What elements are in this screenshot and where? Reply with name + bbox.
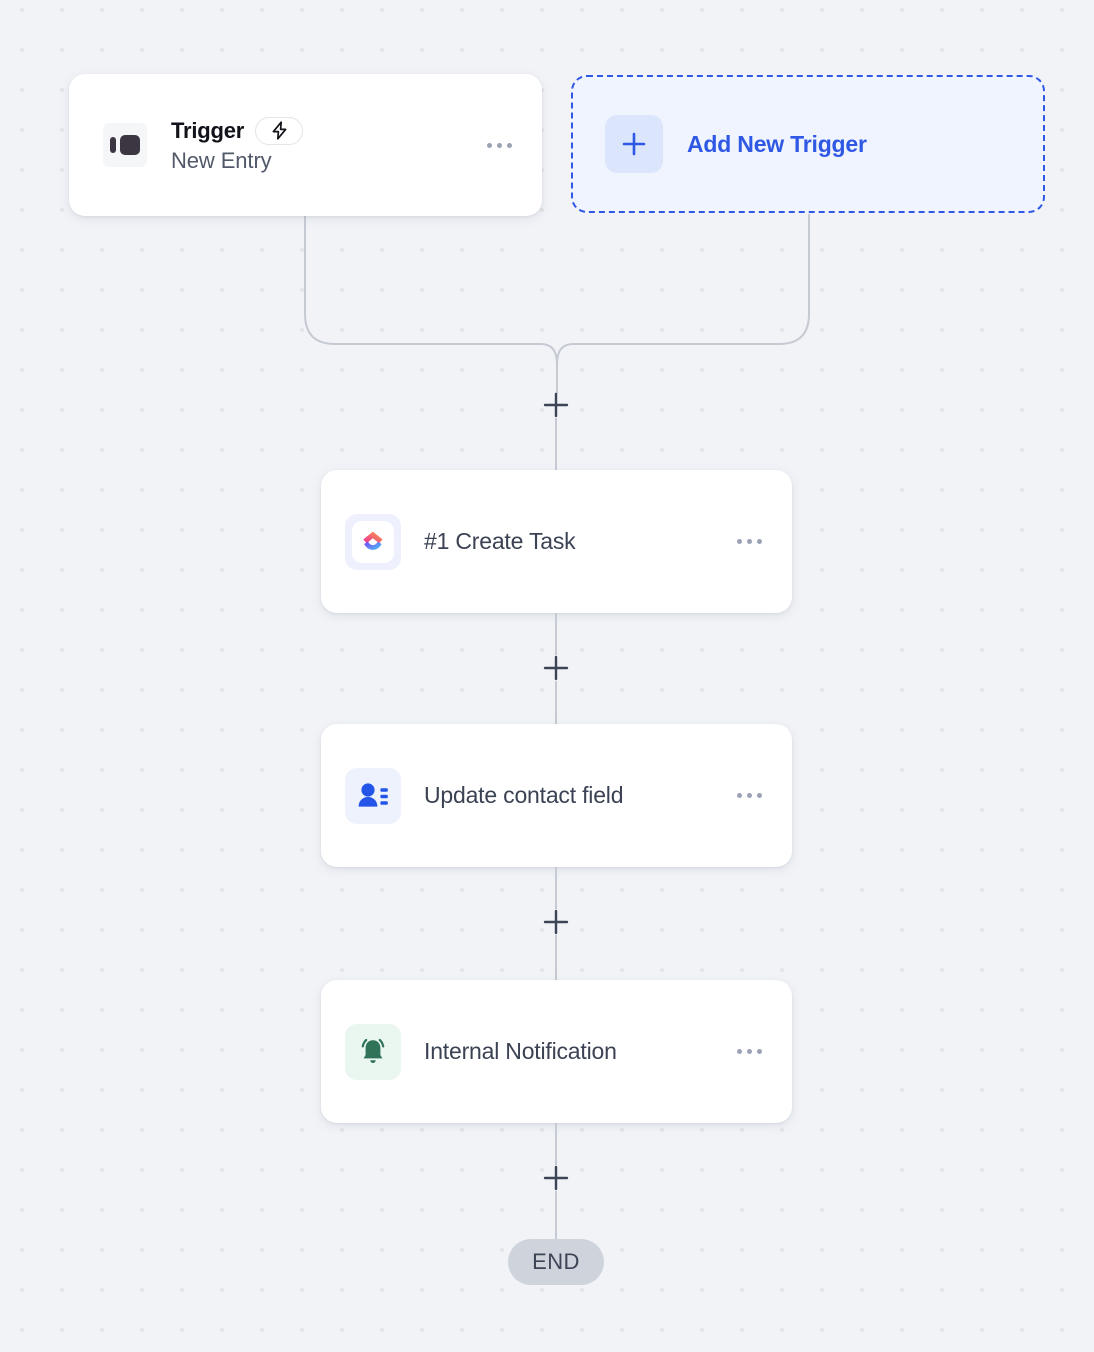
connector-line-4a	[555, 1123, 557, 1165]
step-node-create-task[interactable]: #1 Create Task	[321, 470, 792, 613]
plus-icon	[605, 115, 663, 173]
trigger-subtitle: New Entry	[171, 147, 272, 173]
trigger-branch-connector	[304, 214, 810, 394]
step-label-create-task: #1 Create Task	[424, 528, 576, 554]
contact-field-icon	[345, 767, 401, 824]
trigger-node-card[interactable]: Trigger New Entry	[69, 74, 542, 216]
more-options-icon[interactable]	[733, 785, 766, 806]
clickup-logo-icon	[345, 513, 401, 570]
end-node-label: END	[532, 1249, 580, 1274]
more-options-icon[interactable]	[733, 531, 766, 552]
add-step-button-2[interactable]	[543, 655, 569, 681]
trigger-title: Trigger	[171, 117, 245, 143]
connector-line-1	[555, 418, 557, 470]
add-step-button-4[interactable]	[543, 1165, 569, 1191]
step-node-update-contact-field[interactable]: Update contact field	[321, 724, 792, 867]
add-step-button-1[interactable]	[543, 392, 569, 418]
add-step-button-3[interactable]	[543, 909, 569, 935]
connector-line-4b	[555, 1191, 557, 1241]
step-node-internal-notification[interactable]: Internal Notification	[321, 980, 792, 1123]
step-label-update-contact-field: Update contact field	[424, 782, 624, 808]
connector-line-2a	[555, 613, 557, 655]
add-new-trigger-button[interactable]: Add New Trigger	[571, 75, 1045, 213]
more-options-icon[interactable]	[733, 1041, 766, 1062]
trigger-title-row: Trigger	[171, 116, 483, 145]
add-new-trigger-label: Add New Trigger	[687, 130, 867, 157]
connector-line-3b	[555, 935, 557, 980]
connector-line-2b	[555, 681, 557, 724]
lightning-bolt-icon	[255, 116, 304, 145]
step-label-internal-notification: Internal Notification	[424, 1038, 617, 1064]
trigger-panel-icon	[103, 123, 147, 167]
bell-notification-icon	[345, 1023, 401, 1080]
connector-line-3a	[555, 867, 557, 909]
end-node: END	[508, 1239, 604, 1285]
trigger-text-block: Trigger New Entry	[171, 116, 483, 174]
more-options-icon[interactable]	[483, 135, 516, 156]
